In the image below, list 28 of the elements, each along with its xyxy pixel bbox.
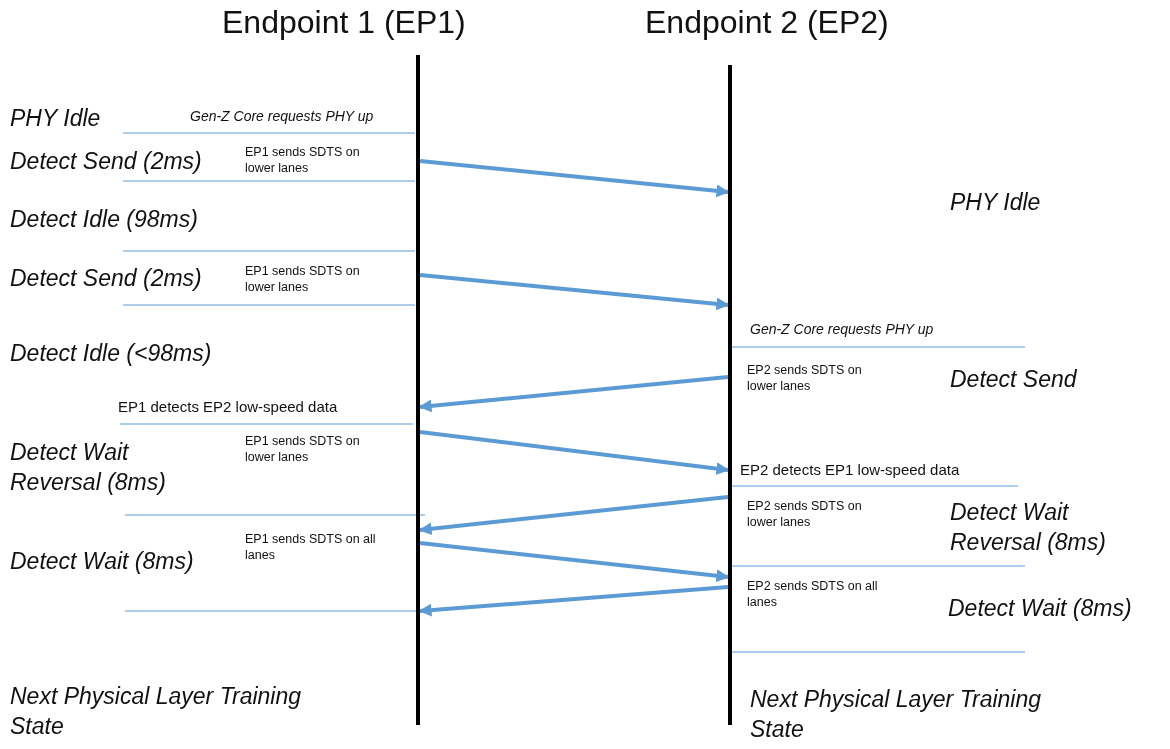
detection-text: EP2 detects EP1 low-speed data <box>740 461 960 478</box>
lifeline <box>416 55 420 725</box>
note-text: Gen-Z Core requests PHY up <box>190 108 374 124</box>
state-name: Detect Wait Reversal (8ms) <box>950 498 1107 557</box>
state-name: PHY Idle <box>950 188 1041 217</box>
message-arrow <box>419 430 730 475</box>
note-text: Gen-Z Core requests PHY up <box>750 321 934 337</box>
state-name: Detect Wait (8ms) <box>10 547 194 576</box>
state-name: Detect Idle (98ms) <box>10 205 198 234</box>
lifeline <box>728 65 732 725</box>
message-arrow <box>418 495 729 536</box>
lifeline-heading: Endpoint 1 (EP1) <box>222 4 466 41</box>
detection-text: EP1 detects EP2 low-speed data <box>118 398 338 415</box>
message-arrow <box>419 273 730 311</box>
state-name: Detect Idle (<98ms) <box>10 339 212 368</box>
message-arrow <box>419 159 730 198</box>
message-arrow <box>418 585 729 617</box>
state-name: Next Physical Layer Training State <box>750 685 1043 744</box>
message-arrow <box>418 375 729 413</box>
state-name: Detect Send (2ms) <box>10 264 202 293</box>
state-name: Detect Send <box>950 365 1077 394</box>
state-name: Detect Send (2ms) <box>10 147 202 176</box>
state-name: Detect Wait Reversal (8ms) <box>10 438 167 497</box>
message-arrow <box>419 541 730 583</box>
lifeline-heading: Endpoint 2 (EP2) <box>645 4 889 41</box>
state-name: Detect Wait (8ms) <box>948 594 1132 623</box>
state-name: PHY Idle <box>10 104 101 133</box>
state-name: Next Physical Layer Training State <box>10 682 303 741</box>
